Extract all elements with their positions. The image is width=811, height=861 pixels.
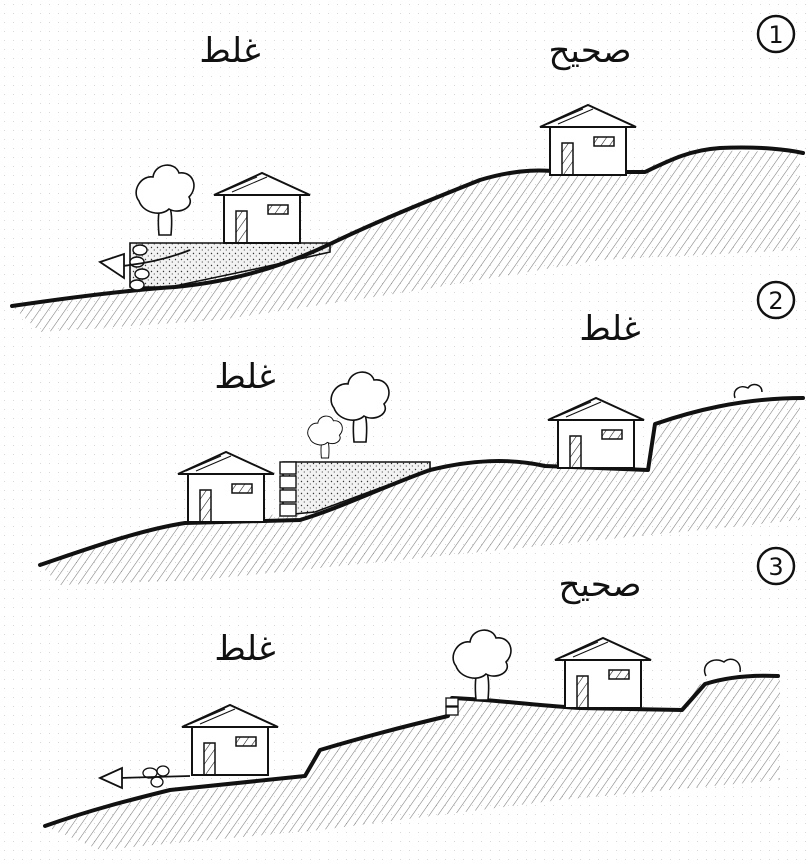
scene-3-number: 3: [758, 548, 794, 584]
scene-3-correct-label: صحیح: [558, 565, 641, 605]
scene-3-stone-step: [446, 698, 458, 715]
scene-3-tree-icon: [453, 630, 511, 700]
scene-3: 3 صحیح غلط: [45, 548, 794, 850]
scene-2-number: 2: [758, 282, 794, 318]
scene-1-wrong-label: غلط: [199, 31, 260, 71]
scene-3-bush-icon: [705, 659, 741, 676]
scene-1-house-wrong: [214, 173, 310, 243]
scene-2: 2 غلط غلط: [40, 282, 803, 585]
scene-1-hillside-fill: [12, 150, 800, 332]
scene-2-wrong-label-left: غلط: [214, 357, 275, 397]
scene-2-small-tree-icon: [308, 416, 343, 458]
scene-2-number-text: 2: [768, 287, 783, 315]
scene-1-house-correct: [540, 105, 636, 175]
scene-3-house-wrong: [182, 705, 278, 775]
scene-1-number-text: 1: [768, 21, 783, 49]
scene-3-wrong-label: غلط: [214, 629, 275, 669]
scene-2-bush-icon: [734, 385, 762, 398]
scene-2-house-right: [548, 398, 644, 468]
scene-1-correct-label: صحیح: [548, 31, 631, 71]
scene-2-house-left: [178, 452, 274, 522]
scene-1-number: 1: [758, 16, 794, 52]
scene-3-house-correct: [555, 638, 651, 708]
scene-2-wrong-label-right: غلط: [579, 309, 640, 349]
scene-1: 1 صحیح غلط: [12, 16, 803, 332]
scene-2-hillside-fill: [40, 398, 800, 585]
scene-3-hillside-fill: [45, 676, 780, 850]
scene-3-number-text: 3: [768, 553, 783, 581]
scene-1-tree-icon: [136, 165, 194, 235]
